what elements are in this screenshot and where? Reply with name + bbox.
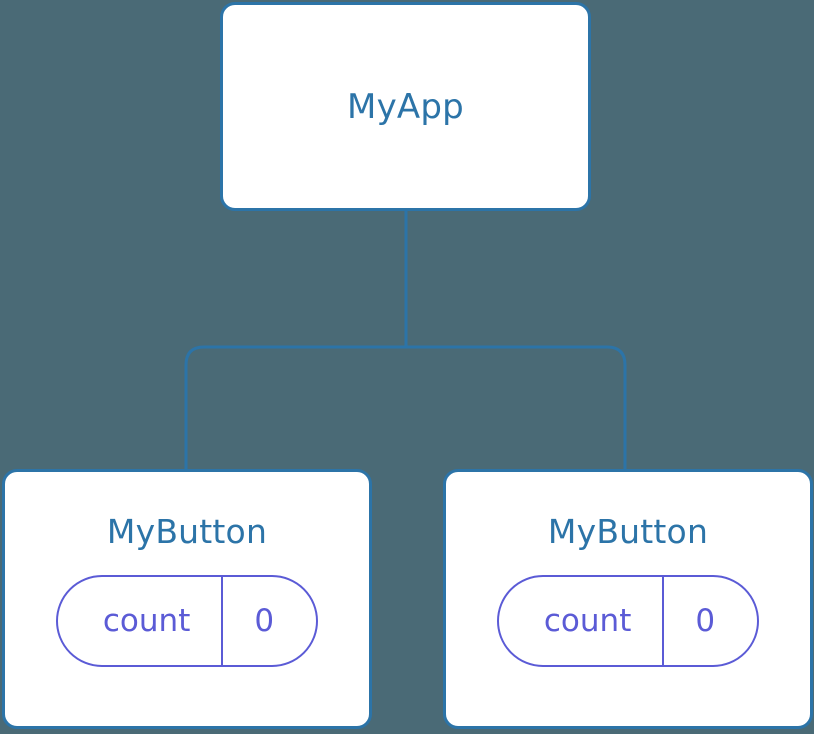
prop-divider xyxy=(221,577,224,665)
prop-key-label: count xyxy=(102,602,191,639)
prop-key-label: count xyxy=(543,602,632,639)
prop-pill-count-1[interactable]: count 0 xyxy=(55,575,319,667)
node-myapp[interactable]: MyApp xyxy=(220,2,591,211)
prop-pill-count-2[interactable]: count 0 xyxy=(496,575,760,667)
prop-value-label: 0 xyxy=(695,602,716,639)
prop-divider xyxy=(662,577,665,665)
node-mybutton-2[interactable]: MyButton count 0 xyxy=(443,469,813,729)
node-mybutton-1-title: MyButton xyxy=(106,512,268,551)
node-mybutton-1[interactable]: MyButton count 0 xyxy=(2,469,372,729)
prop-value-label: 0 xyxy=(254,602,275,639)
node-mybutton-2-title: MyButton xyxy=(547,512,709,551)
edge-root-to-child-left xyxy=(184,345,406,469)
edge-root-to-child-right xyxy=(406,345,627,469)
node-myapp-title: MyApp xyxy=(347,86,464,127)
